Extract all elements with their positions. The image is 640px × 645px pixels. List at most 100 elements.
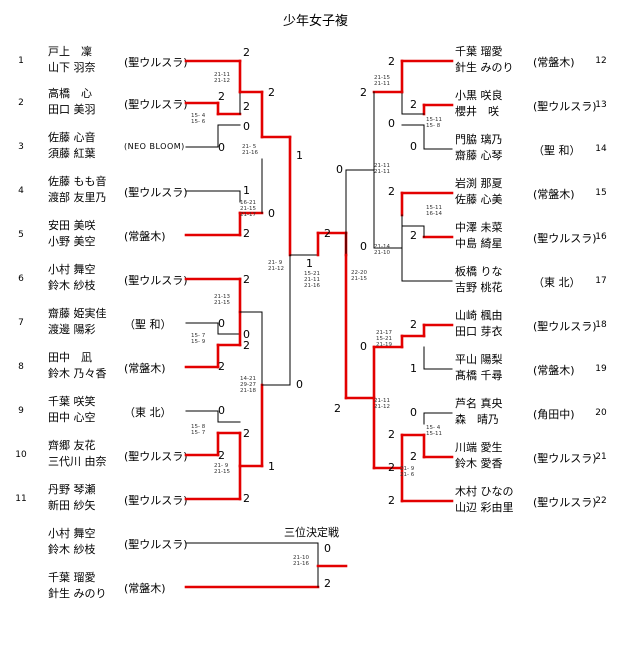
club-name: (常盤木) — [533, 188, 575, 201]
entry-seed: 9 — [18, 406, 24, 416]
player-name: 田口 美羽 — [48, 103, 96, 116]
match-result: 2 — [243, 339, 250, 352]
player-name: 針生 みのり — [48, 587, 107, 600]
player-name: 中島 綺星 — [455, 237, 503, 250]
entry-seed: 14 — [595, 144, 607, 154]
game-score: 21-14 21-10 — [374, 244, 390, 256]
match-result: 2 — [388, 494, 395, 507]
player-name: 小村 舞空 — [48, 527, 96, 540]
player-name: 高橋 心 — [48, 87, 92, 100]
third-place-title: 三位決定戦 — [284, 526, 339, 539]
player-name: 小村 舞空 — [48, 263, 96, 276]
club-name: (聖ウルスラ) — [124, 186, 188, 199]
player-name: 渡邊 陽彩 — [48, 323, 96, 336]
match-result: 2 — [410, 229, 417, 242]
player-name: 岩渕 那夏 — [455, 177, 503, 190]
club-name: (角田中) — [533, 408, 575, 421]
match-result: 1 — [243, 184, 250, 197]
match-result: 0 — [360, 240, 367, 253]
match-result: 2 — [243, 427, 250, 440]
club-name: (常盤木) — [533, 364, 575, 377]
game-score: 21- 5 21-16 — [242, 144, 258, 156]
match-result: 2 — [243, 492, 250, 505]
game-score: 21-17 15-21 21-19 — [376, 330, 392, 348]
match-result: 0 — [410, 140, 417, 153]
match-result: 2 — [243, 227, 250, 240]
player-name: 髙橋 千尋 — [455, 369, 503, 382]
club-name: (聖ウルスラ) — [124, 56, 188, 69]
club-name: （聖 和） — [533, 144, 581, 157]
player-name: 山辺 彩由里 — [455, 501, 514, 514]
player-name: 佐藤 心音 — [48, 131, 96, 144]
player-name: 佐藤 心美 — [455, 193, 503, 206]
match-result: 2 — [334, 402, 341, 415]
entry-seed: 20 — [595, 408, 607, 418]
player-name: 芦名 真央 — [455, 397, 503, 410]
match-result: 2 — [218, 449, 225, 462]
match-result: 0 — [324, 542, 331, 555]
player-name: 田中 心空 — [48, 411, 96, 424]
match-result: 2 — [388, 55, 395, 68]
game-score: 21-11 21-12 — [374, 398, 390, 410]
club-name: (常盤木) — [533, 56, 575, 69]
match-result: 1 — [306, 257, 313, 270]
club-name: (聖ウルスラ) — [124, 98, 188, 111]
game-score: 15-21 21-11 21-16 — [304, 271, 320, 289]
game-score: 15-11 15- 8 — [426, 117, 442, 129]
page-title: 少年女子複 — [283, 14, 349, 29]
game-score: 15- 8 15- 7 — [191, 424, 206, 436]
player-name: 千葉 瑠愛 — [455, 45, 503, 58]
club-name: （聖 和） — [124, 318, 172, 331]
game-score: 21-13 21-15 — [214, 294, 230, 306]
player-name: 安田 美咲 — [48, 219, 96, 232]
game-score: 21- 9 21-12 — [268, 260, 284, 272]
club-name: (聖ウルスラ) — [533, 452, 597, 465]
game-score: 15-11 16-14 — [426, 205, 442, 217]
player-name: 鈴木 紗枝 — [48, 543, 96, 556]
entry-seed: 5 — [18, 230, 24, 240]
entry-seed: 21 — [595, 452, 607, 462]
match-result: 0 — [243, 328, 250, 341]
player-name: 渡部 友里乃 — [48, 191, 107, 204]
match-result: 2 — [410, 98, 417, 111]
match-result: 2 — [268, 86, 275, 99]
player-name: 田口 芽衣 — [455, 325, 503, 338]
game-score: 21-11 21-11 — [374, 163, 390, 175]
match-result: 2 — [388, 428, 395, 441]
match-result: 2 — [218, 90, 225, 103]
game-score: 21- 9 21-15 — [214, 463, 230, 475]
player-name: 針生 みのり — [455, 61, 514, 74]
player-name: 板橋 りな — [455, 265, 503, 278]
match-result: 1 — [296, 149, 303, 162]
player-name: 千葉 瑠愛 — [48, 571, 96, 584]
player-name: 鈴木 紗枝 — [48, 279, 96, 292]
club-name: (聖ウルスラ) — [533, 232, 597, 245]
match-result: 2 — [388, 461, 395, 474]
match-result: 0 — [388, 117, 395, 130]
game-score: 21-10 21-16 — [293, 555, 309, 567]
player-name: 齊郷 友花 — [48, 439, 96, 452]
player-name: 田中 凪 — [48, 351, 92, 364]
player-name: 丹野 琴瀬 — [48, 483, 96, 496]
match-result: 2 — [410, 318, 417, 331]
player-name: 吉野 桃花 — [455, 281, 503, 294]
player-name: 門脇 璃乃 — [455, 133, 503, 146]
player-name: 三代川 由奈 — [48, 455, 107, 468]
club-name: (聖ウルスラ) — [533, 496, 597, 509]
player-name: 鈴木 乃々香 — [48, 367, 107, 380]
match-result: 0 — [243, 120, 250, 133]
match-result: 2 — [360, 86, 367, 99]
entry-seed: 15 — [595, 188, 607, 198]
match-result: 1 — [410, 362, 417, 375]
player-name: 山下 羽奈 — [48, 61, 96, 74]
match-result: 2 — [388, 185, 395, 198]
match-result: 2 — [243, 46, 250, 59]
player-name: 齋藤 心琴 — [455, 149, 503, 162]
player-name: 鈴木 愛香 — [455, 457, 503, 470]
player-name: 小野 美空 — [48, 235, 96, 248]
club-name: （東 北） — [533, 276, 581, 289]
entry-seed: 4 — [18, 186, 24, 196]
entry-seed: 18 — [595, 320, 607, 330]
player-name: 山崎 楓由 — [455, 309, 503, 322]
